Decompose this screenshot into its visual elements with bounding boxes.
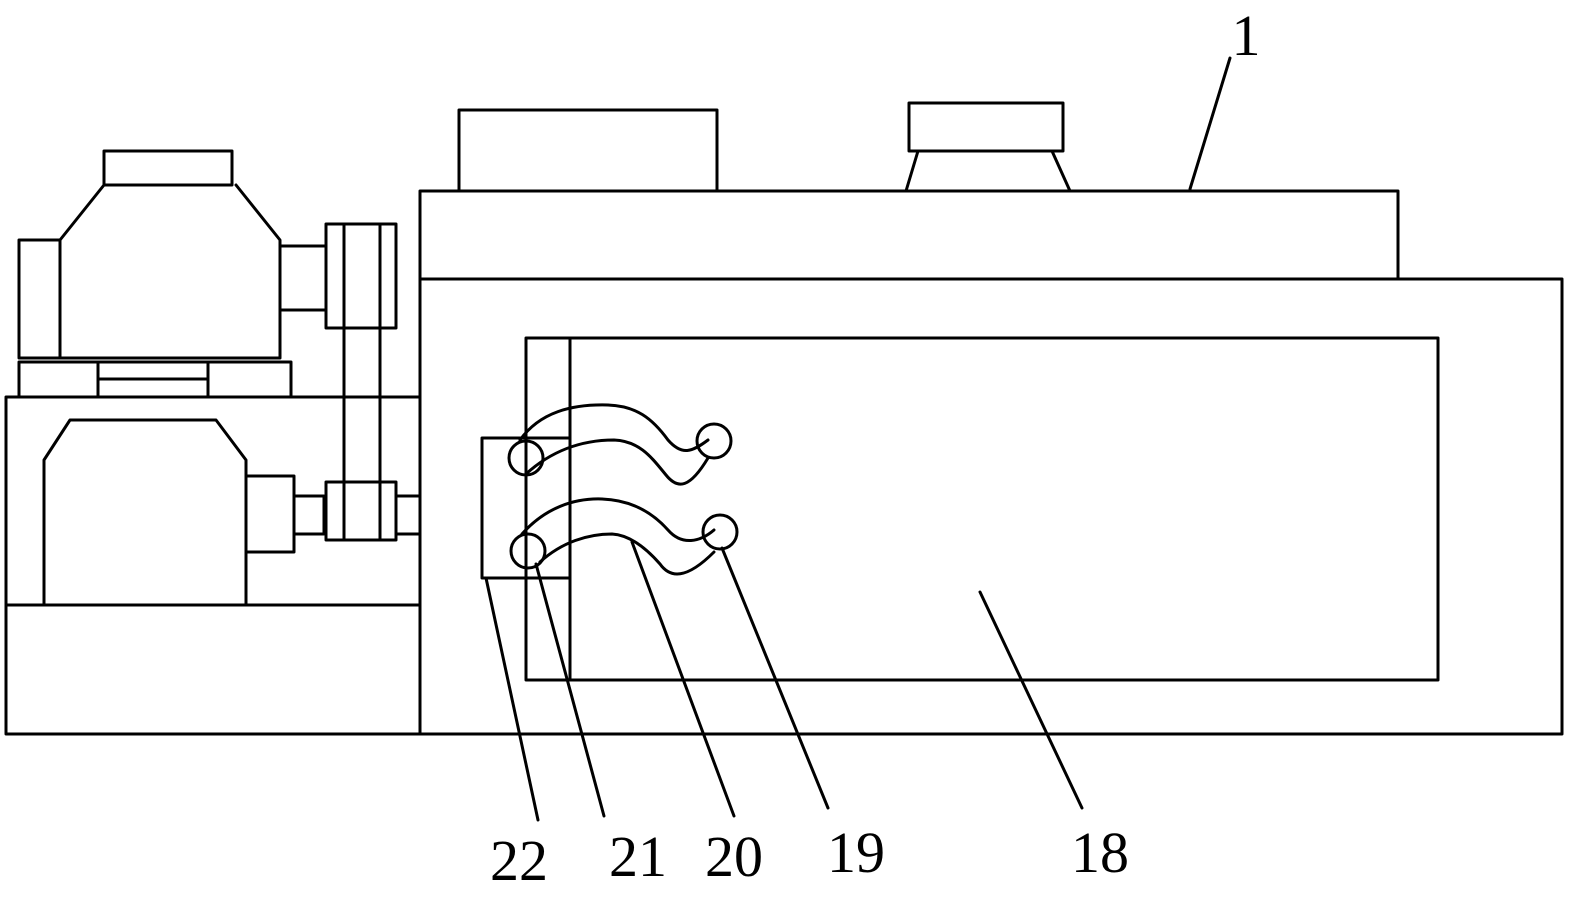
lower-handle-right-knob (701, 513, 739, 551)
lower-handle-left-knob (509, 532, 547, 570)
main-cabinet (418, 101, 1564, 736)
leader-20 (630, 540, 736, 818)
upper-handle-left-knob (507, 439, 545, 477)
upper-motor-mount (17, 360, 293, 399)
label-22: 22 (490, 828, 548, 893)
lower-pulley (324, 480, 398, 542)
label-19: 19 (827, 820, 885, 885)
upper-pulley (324, 222, 398, 330)
leader-lines (484, 56, 1232, 822)
leader-22 (484, 576, 540, 822)
top-block-right-neck (904, 149, 1072, 193)
label-20: 20 (705, 824, 763, 889)
leader-18 (978, 590, 1084, 810)
label-21: 21 (609, 824, 667, 889)
cabinet-body (418, 277, 1564, 736)
upper-handle-right-knob (695, 422, 733, 460)
handle-base-plate (480, 436, 572, 580)
lower-handle-top-edge (520, 497, 716, 542)
lower-motor-body (42, 418, 248, 607)
cabinet-top-section (418, 189, 1400, 281)
reference-numerals: 1 18 19 20 21 22 (490, 3, 1261, 893)
upper-handle-top-edge (518, 403, 710, 452)
upper-handle-bottom-edge (524, 438, 710, 486)
label-18: 18 (1071, 820, 1129, 885)
upper-motor-cap (102, 149, 234, 187)
leader-1 (1188, 56, 1232, 191)
door-window (524, 336, 1440, 682)
top-block-left (457, 108, 719, 193)
lower-handle-bottom-edge (538, 532, 716, 576)
label-1: 1 (1232, 3, 1261, 68)
lower-shaft (244, 474, 296, 554)
upper-shaft (278, 244, 328, 312)
leader-19 (720, 546, 830, 810)
lower-coupler (292, 494, 326, 536)
leader-21 (534, 562, 606, 818)
top-block-right (907, 101, 1065, 153)
base-block (4, 395, 422, 736)
upper-motor-side (17, 238, 62, 360)
pulley-hub (394, 494, 422, 536)
drive-assembly (4, 149, 422, 736)
upper-motor-body (58, 183, 282, 360)
handle-assembly (480, 403, 739, 580)
